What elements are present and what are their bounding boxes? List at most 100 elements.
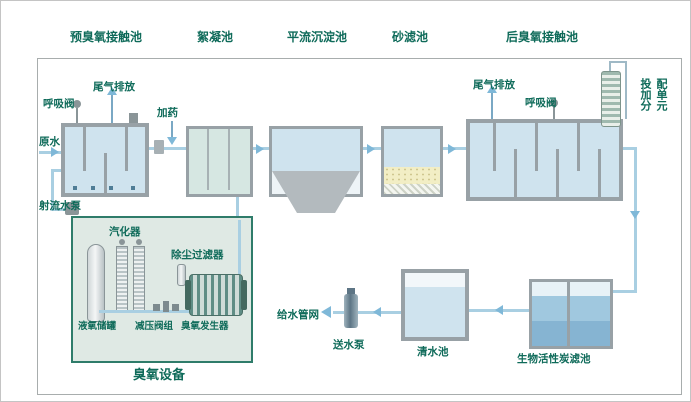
flocculation-tank (186, 126, 253, 197)
tank-divider (207, 129, 209, 190)
label-bio-carbon-filter: 生物活性炭滤池 (517, 353, 591, 365)
sand-layer (384, 167, 440, 184)
flow-arrow-icon (373, 307, 381, 317)
diagram-frame (37, 58, 682, 395)
label-pre-ozone-tank: 预臭氧接触池 (70, 30, 143, 44)
label-flocculation-tank: 絮凝池 (197, 30, 234, 44)
pipe-outlet-down (634, 147, 637, 293)
oxygen-pipe (99, 310, 189, 313)
label-jet-pump: 射流水泵 (39, 200, 81, 212)
pipe-jet-loop-top (51, 169, 64, 172)
label-ozone-equipment: 臭氧设备 (133, 367, 186, 382)
gravel-layer (384, 184, 440, 194)
breathing-valve-icon (550, 99, 558, 107)
flow-arrow-icon (495, 305, 503, 315)
delivery-pump-icon (344, 294, 358, 328)
generator-end-cap (185, 280, 191, 310)
pipe-jet-loop-side (51, 169, 54, 211)
pipe-fitting (129, 113, 138, 123)
label-breathing-valve-left: 呼吸阀 (43, 98, 75, 110)
jet-pump-icon (65, 202, 79, 215)
label-ozone-generator: 臭氧发生器 (181, 321, 229, 332)
clear-water (405, 287, 465, 337)
network-arrow-icon (321, 306, 331, 318)
post-ozone-contact-tank (466, 119, 623, 201)
sludge-hopper (272, 171, 360, 213)
label-sedimentation-tank: 平流沉淀池 (287, 30, 348, 44)
vaporizer-knob (136, 239, 142, 245)
label-vaporizer: 汽化器 (109, 226, 141, 238)
tank-baffle (598, 149, 601, 197)
pipe-post-outlet (623, 147, 637, 150)
breathing-valve-stem (76, 108, 78, 123)
tank-baffle (577, 123, 580, 171)
lox-storage-tank-icon (87, 244, 105, 322)
label-valve-group: 减压阀组 (135, 321, 174, 332)
static-mixer-icon (154, 140, 164, 154)
tank-baffle (535, 123, 538, 171)
label-raw-water: 原水 (39, 136, 60, 148)
vaporizer-column-icon (133, 246, 145, 312)
flow-arrow-icon (630, 211, 640, 219)
diffuser-dot (73, 186, 77, 190)
dust-filter-icon (177, 264, 186, 286)
ozone-generator-icon (189, 274, 243, 316)
tank-baffle (125, 127, 128, 171)
ozone-outlet-pipe (238, 220, 241, 274)
diffuser-dot (91, 186, 95, 190)
label-sand-filter: 砂滤池 (392, 30, 429, 44)
tank-baffle (493, 123, 496, 171)
label-dosing-distribution-unit: 投加分配单元 (639, 78, 667, 111)
label-tail-gas-left: 尾气排放 (93, 81, 135, 93)
distributor-line-top (609, 61, 627, 63)
label-tail-gas-right: 尾气排放 (473, 79, 515, 91)
breathing-valve-icon (73, 100, 81, 108)
tail-gas-line-left (111, 95, 113, 123)
carbon-layer (532, 321, 567, 346)
flow-arrow-icon (448, 144, 456, 154)
dosing-line (171, 121, 173, 139)
pipe-pre-to-floc (149, 147, 186, 150)
label-delivery-pump: 送水泵 (333, 339, 365, 351)
pipe-ozone-feed (236, 197, 239, 218)
distributor-line-up (609, 61, 611, 71)
distributor-line-down (625, 61, 627, 119)
label-water-network: 给水管网 (277, 309, 319, 321)
vaporizer-knob (119, 239, 125, 245)
sedimentation-water (272, 129, 360, 171)
tank-baffle (104, 153, 107, 193)
pipe-jet-loop-bottom (51, 208, 71, 211)
valve-icon (163, 301, 169, 312)
tank-baffle (514, 149, 517, 197)
pipe-pump-to-network (333, 311, 345, 314)
label-breathing-valve-right: 呼吸阀 (525, 97, 557, 109)
diffuser-dot (109, 186, 113, 190)
pump-cap (347, 288, 355, 295)
breathing-valve-stem (553, 107, 555, 119)
valve-icon (153, 304, 160, 311)
carbon-layer (570, 321, 610, 346)
flow-arrow-icon (256, 144, 264, 154)
vaporizer-column-icon (116, 246, 128, 312)
generator-end-cap (241, 280, 247, 310)
ozone-equipment-panel: 汽化器 除尘过滤器 液氧储罐 减压阀组 臭氧发生器 (71, 216, 253, 363)
label-lox-tank: 液氧储罐 (78, 321, 117, 332)
tank-baffle (556, 149, 559, 197)
tank-baffle (83, 127, 86, 171)
sand-filter-water (384, 129, 440, 167)
tail-gas-line-right (491, 93, 493, 121)
flow-arrow-icon (51, 147, 59, 157)
label-dosing: 加药 (157, 107, 178, 119)
label-clear-water-tank: 清水池 (417, 346, 449, 358)
label-post-ozone-tank: 后臭氧接触池 (506, 30, 579, 44)
tail-gas-arrow-icon (107, 87, 117, 95)
label-dust-filter: 除尘过滤器 (171, 249, 224, 261)
diffuser-dot (131, 186, 135, 190)
dosing-distributor-icon (601, 71, 621, 127)
tail-gas-arrow-icon (487, 85, 497, 93)
filter-middle-wall (567, 282, 570, 346)
valve-icon (172, 304, 179, 311)
tank-divider (228, 129, 230, 190)
flow-arrow-icon (367, 144, 375, 154)
